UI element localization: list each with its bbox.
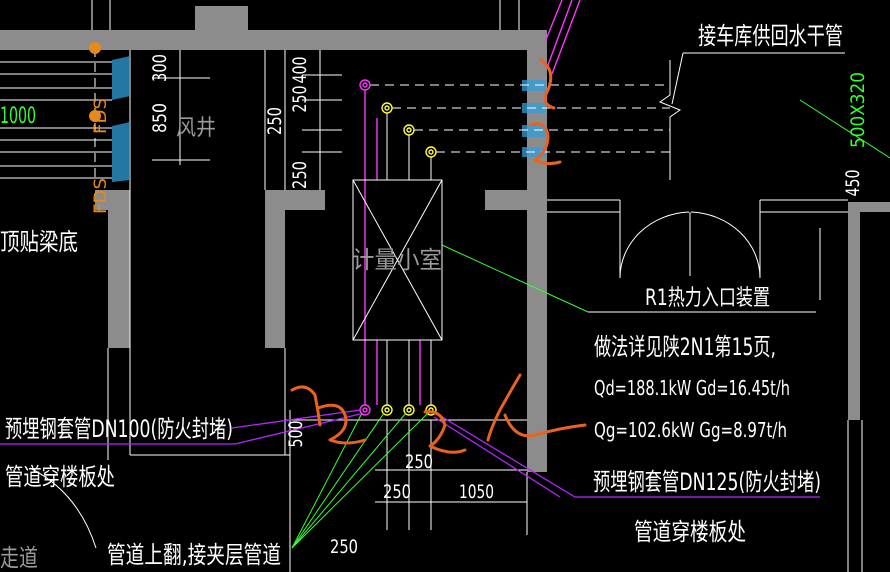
wall-room-stub <box>485 190 527 210</box>
door-swing-arc-right <box>690 211 761 279</box>
pipe-penetration <box>522 80 546 91</box>
beam-bottom-label: 顶贴梁底 <box>0 228 78 256</box>
corridor-label: 走道 <box>0 544 38 572</box>
pipe-riser-symbol <box>425 146 437 158</box>
pipe-sleeve-symbol <box>362 407 368 413</box>
wall-far-right <box>848 202 860 420</box>
pipe-sleeve-symbol <box>403 404 415 416</box>
dim-right-offset: 450 <box>842 170 864 197</box>
pipe-sleeve-symbol <box>425 404 437 416</box>
riser-leader <box>291 412 385 549</box>
pipe-sleeve-symbol <box>384 407 390 413</box>
wall-room-right <box>527 30 547 472</box>
sleeve-leader-right <box>433 411 820 498</box>
wall-shaft-stub <box>265 190 325 210</box>
sleeve-leader-left <box>231 409 361 429</box>
pipe-penetration <box>522 125 546 137</box>
dim-bottom-width: 1050 <box>459 481 494 503</box>
meter-room-cross <box>352 179 443 341</box>
leaders <box>0 52 890 549</box>
riser-leader <box>291 412 407 549</box>
penetration-left-label: 管道穿楼板处 <box>5 463 115 491</box>
labels: 接车库供回水干管 顶贴梁底 风井 计量小室 R1热力入口装置 做法详见陕2N1第… <box>0 22 869 572</box>
pipe-riser-symbol <box>428 149 434 155</box>
duct-size-leader <box>799 99 890 159</box>
pipe-sleeve-symbol <box>381 404 393 416</box>
air-shaft-label: 风井 <box>176 116 216 141</box>
dimension-lines <box>152 50 528 535</box>
sleeve-right-label: 预埋钢套管DN125(防火封堵) <box>593 468 821 496</box>
wall-top-column <box>195 6 248 30</box>
dim-shaft-depth: 850 <box>149 103 171 133</box>
corridor-door-arc <box>29 467 97 549</box>
duct-right-size-label: 500X320 <box>847 72 869 148</box>
pipe-riser-symbol <box>359 79 371 91</box>
wall-shaft-pier <box>265 190 285 348</box>
garage-main-pipe-label: 接车库供回水干管 <box>698 22 843 50</box>
dim-bottom-spacing-a: 250 <box>405 451 433 473</box>
outgoing-pipe <box>547 0 573 66</box>
damper-marker <box>89 110 101 122</box>
pipes <box>359 0 670 416</box>
dim-riser-spacing: 250 <box>330 536 358 558</box>
pipe-riser-symbol <box>381 102 393 114</box>
damper-marker <box>89 42 101 54</box>
wall-top <box>0 30 547 50</box>
pipe-riser-symbol <box>406 127 412 133</box>
sleeve-leader-right <box>433 416 561 498</box>
dim-shaft-wall: 250 <box>264 107 286 135</box>
duct-fitting-lower <box>112 122 130 182</box>
outgoing-pipe <box>544 0 563 43</box>
outgoing-pipe <box>551 0 581 75</box>
markup-stroke <box>423 410 467 454</box>
pipe-sleeve-symbol <box>406 407 412 413</box>
supply-load-note: Qd=188.1kW Gd=16.45t/h <box>594 376 790 400</box>
markup-stroke <box>539 58 556 110</box>
dim-pipe-spacing-mid: 250 <box>289 86 311 113</box>
sleeve-leader-left <box>0 413 361 445</box>
dim-shaft-top: 300 <box>149 54 171 82</box>
dimension-values: 300 850 250 400 250 250 450 500 250 250 … <box>149 54 864 558</box>
dim-pipe-spacing-low: 250 <box>289 161 311 189</box>
pipe-riser-symbol <box>403 124 415 136</box>
door-swing-arc-left <box>619 211 690 279</box>
sleeve-left-label: 预埋钢套管DN100(防火封堵) <box>5 415 233 443</box>
damper-upper-label: FDS <box>91 98 111 134</box>
penetration-right-label: 管道穿楼板处 <box>634 518 746 546</box>
pipe-break-line <box>658 60 682 180</box>
pipe-riser-symbol <box>362 82 368 88</box>
markup-stroke <box>486 373 522 442</box>
meter-room-leader <box>441 244 589 313</box>
wall-far-right-cap <box>848 202 890 212</box>
damper-lower-label: FDS <box>91 178 111 214</box>
meter-room-box <box>352 179 443 341</box>
dim-bottom-vertical: 500 <box>285 421 307 448</box>
dim-pipe-spacing-top: 400 <box>289 57 311 84</box>
markup-stroke <box>503 413 587 438</box>
hand-markup <box>290 58 587 454</box>
duct-fitting-upper <box>112 56 130 100</box>
garage-pipe-leader <box>671 52 684 105</box>
wall-left-pier <box>108 190 130 348</box>
pipe-riser-symbol <box>384 105 390 111</box>
riser-leader <box>291 412 429 549</box>
return-load-note: Qg=102.6kW Gg=8.97t/h <box>594 418 787 442</box>
markup-stroke <box>316 403 367 445</box>
markup-stroke <box>528 122 562 166</box>
meter-room-label: 计量小室 <box>352 246 442 274</box>
heat-inlet-label: R1热力入口装置 <box>645 286 770 311</box>
meter-room <box>352 179 443 341</box>
markup-stroke <box>290 385 322 427</box>
pipe-riser-note: 管道上翻,接夹层管道 <box>107 541 281 569</box>
duct-left-width-label: 1000 <box>0 104 36 129</box>
method-note: 做法详见陕2N1第15页, <box>594 333 776 361</box>
dim-bottom-spacing-b: 250 <box>383 481 411 503</box>
walls <box>0 6 890 472</box>
riser-leader <box>291 412 363 549</box>
